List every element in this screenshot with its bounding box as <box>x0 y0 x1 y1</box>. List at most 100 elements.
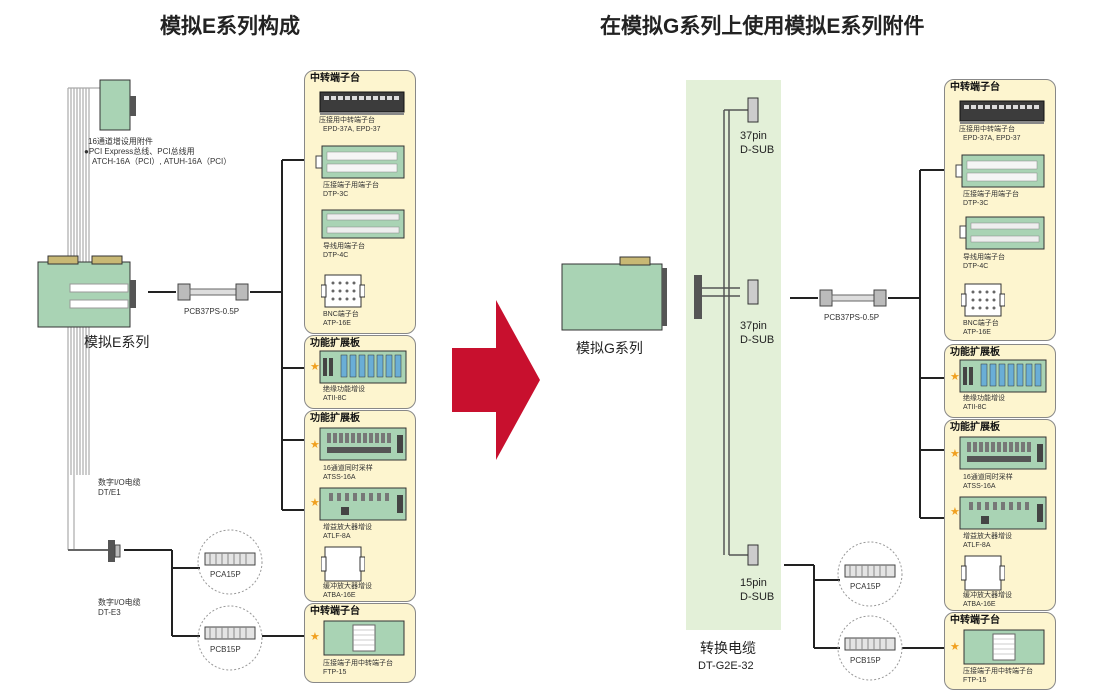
item-name: 缓冲放大器增设 <box>963 592 1012 599</box>
item-name: BNC端子台 <box>323 311 359 318</box>
item-name: 缓冲放大器增设 <box>323 583 372 590</box>
item-model: ATII-8C <box>323 395 347 402</box>
star-icon: ★ <box>950 371 960 383</box>
atlf-8a-icon <box>959 496 1047 530</box>
item-name: 压接端子用中转端子台 <box>323 660 393 667</box>
dtp-3c-icon <box>315 145 405 179</box>
conversion-cable-name: 转换电缆 <box>700 640 756 656</box>
conn1-pin: 37pin <box>740 130 767 142</box>
conn2-type: D-SUB <box>740 334 775 346</box>
left-connection-lines <box>124 159 306 637</box>
conn1-type: D-SUB <box>740 144 775 156</box>
epd-terminal-icon <box>959 100 1045 124</box>
star-icon: ★ <box>950 448 960 460</box>
right-pca15p-outline <box>837 541 903 607</box>
atii-8c-icon <box>959 359 1047 393</box>
conversion-cable-band <box>686 80 781 630</box>
item-name: 导线用端子台 <box>963 254 1005 261</box>
star-icon: ★ <box>310 439 320 451</box>
epd-terminal-icon <box>319 91 405 115</box>
item-model: DTP-3C <box>963 200 989 207</box>
item-model: ATBA-16E <box>323 592 356 599</box>
item-model: FTP-15 <box>323 669 347 676</box>
item-name: 压接用中转端子台 <box>959 126 1015 133</box>
e-series-label: 模拟E系列 <box>84 334 150 350</box>
dio-cable2-model: DT-E3 <box>98 608 121 617</box>
item-name: 16通道同时采样 <box>963 474 1013 481</box>
right-panel-function-board-1: 功能扩展板 绝缘功能增设 ATII-8C <box>944 344 1056 418</box>
item-model: EPD-37A, EPD-37 <box>963 135 1021 142</box>
dtp-4c-icon <box>321 209 405 239</box>
item-model: ATBA-16E <box>963 601 996 608</box>
panel-header: 中转端子台 <box>310 73 360 84</box>
item-model: ATII-8C <box>963 404 987 411</box>
atba-16e-icon <box>321 546 365 582</box>
right-pcb37ps-cable <box>819 289 887 307</box>
dtp-3c-icon <box>955 154 1045 188</box>
dio-cable-name: 数字I/O电缆 <box>98 478 141 487</box>
conn3-pin: 15pin <box>740 577 767 589</box>
item-model: DTP-3C <box>323 191 349 198</box>
right-panel-relay-terminal: 中转端子台 压接用中转端子台 EPD-37A, EPD-37 压接端子用端子台 … <box>944 79 1056 341</box>
left-pca15p-outline <box>197 529 263 595</box>
conn3-type: D-SUB <box>740 591 775 603</box>
right-panel-relay-terminal-2: 中转端子台 压接端子用中转端子台 FTP-15 <box>944 612 1056 690</box>
atlf-8a-icon <box>319 487 407 521</box>
item-name: 增益放大器增设 <box>963 533 1012 540</box>
atii-8c-icon <box>319 350 407 384</box>
item-name: BNC端子台 <box>963 320 999 327</box>
dt-e3-connector <box>68 540 121 562</box>
g-series-board <box>561 256 667 331</box>
right-pcb37ps-label: PCB37PS-0.5P <box>824 313 880 322</box>
conn2-pin: 37pin <box>740 320 767 332</box>
item-model: ATLF-8A <box>323 533 351 540</box>
dtp-4c-icon <box>959 216 1045 250</box>
panel-header: 功能扩展板 <box>310 338 360 349</box>
star-icon: ★ <box>950 641 960 653</box>
item-model: ATSS-16A <box>963 483 996 490</box>
atss-16a-icon <box>959 436 1047 470</box>
panel-header: 功能扩展板 <box>950 347 1000 358</box>
item-name: 压接端子用端子台 <box>963 191 1019 198</box>
dio-cable2-name: 数字I/O电缆 <box>98 598 141 607</box>
right-pcb15p-label: PCB15P <box>850 656 881 665</box>
item-model: ATP-16E <box>323 320 351 327</box>
panel-header: 功能扩展板 <box>310 413 360 424</box>
panel-header: 中转端子台 <box>950 82 1000 93</box>
star-icon: ★ <box>310 361 320 373</box>
left-panel-relay-terminal-2: 中转端子台 压接端子用中转端子台 FTP-15 <box>304 603 416 683</box>
item-name: 压接用中转端子台 <box>319 117 375 124</box>
item-name: 绝缘功能增设 <box>963 395 1005 402</box>
left-pcb15p-label: PCB15P <box>210 645 241 654</box>
item-name: 绝缘功能增设 <box>323 386 365 393</box>
attachment-line2: ATCH-16A（PCI）, ATUH-16A（PCI） <box>92 157 232 166</box>
dio-cable-model: DT/E1 <box>98 488 121 497</box>
left-panel-relay-terminal: 中转端子台 压接用中转端子台 EPD-37A, EPD-37 压接端子用端子台 … <box>304 70 416 334</box>
atss-16a-icon <box>319 427 407 461</box>
ftp-15-icon <box>963 629 1045 665</box>
attachment-title: 16通道增设用附件 <box>88 137 153 146</box>
panel-header: 中转端子台 <box>950 615 1000 626</box>
star-icon: ★ <box>950 506 960 518</box>
right-title: 在模拟G系列上使用模拟E系列附件 <box>600 15 925 38</box>
left-panel-function-board-2: 功能扩展板 16通道同时采样 ATSS-16A 增益放大器增设 ATLF-8A … <box>304 410 416 602</box>
item-name: 压接端子用端子台 <box>323 182 379 189</box>
ftp-15-icon <box>323 620 405 656</box>
left-pcb37ps-cable <box>177 283 249 301</box>
item-model: EPD-37A, EPD-37 <box>323 126 381 133</box>
conversion-cable-model: DT-G2E-32 <box>698 660 754 672</box>
item-model: ATP-16E <box>963 329 991 336</box>
item-model: DTP-4C <box>323 252 349 259</box>
left-pcb15p-outline <box>197 605 263 671</box>
item-model: ATLF-8A <box>963 542 991 549</box>
item-name: 增益放大器增设 <box>323 524 372 531</box>
bnc-terminal-icon <box>961 283 1005 317</box>
panel-header: 中转端子台 <box>310 606 360 617</box>
left-pcb37ps-label: PCB37PS-0.5P <box>184 307 240 316</box>
item-name: 导线用端子台 <box>323 243 365 250</box>
e-series-board <box>37 255 136 328</box>
right-pcb15p-outline <box>837 615 903 681</box>
atba-16e-icon <box>961 555 1005 591</box>
star-icon: ★ <box>310 497 320 509</box>
